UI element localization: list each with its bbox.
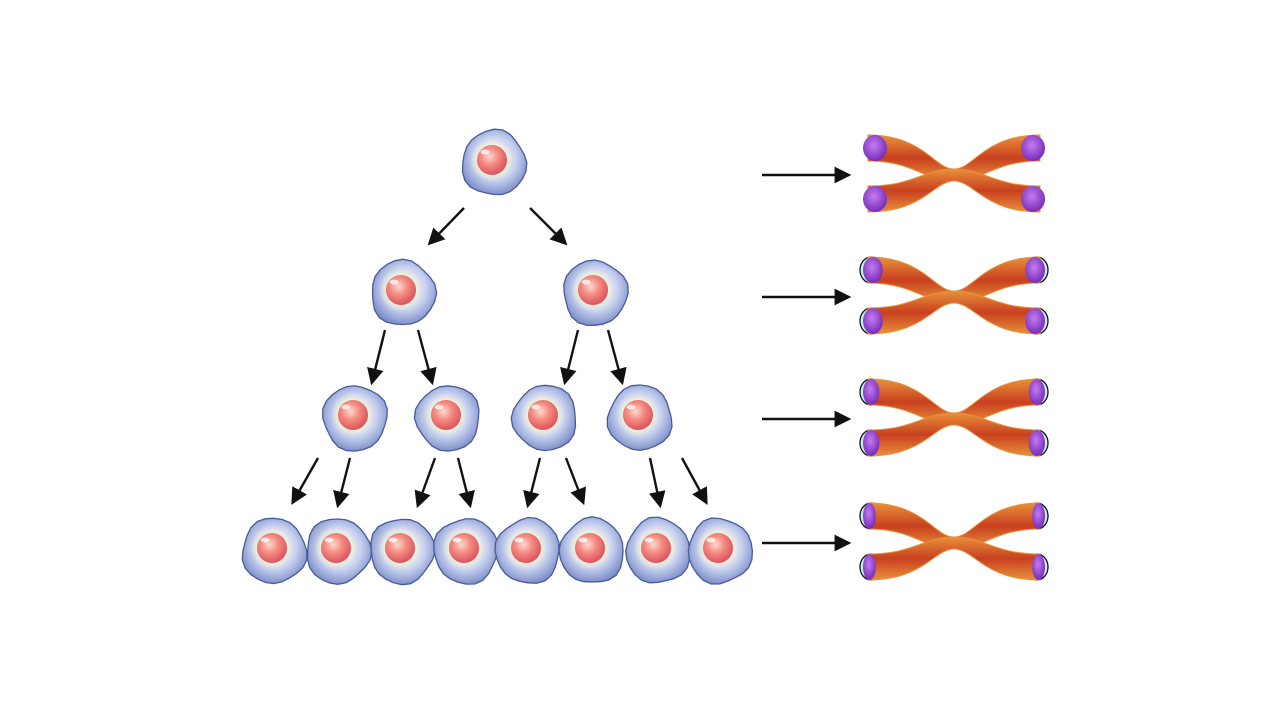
nucleus-highlight (706, 537, 716, 543)
arrow-icon (523, 457, 542, 509)
nucleus-highlight (341, 404, 351, 410)
cell-tree (241, 128, 754, 586)
nucleus (510, 532, 542, 564)
telomere-icon (863, 503, 876, 529)
nucleus-highlight (644, 537, 654, 543)
nucleus (320, 532, 352, 564)
chromosome-icon (859, 256, 1049, 335)
arrow-icon (529, 207, 568, 246)
division-arrows (291, 166, 852, 552)
nucleus-highlight (260, 537, 270, 543)
arrow-icon (291, 457, 320, 505)
cell-icon (687, 517, 754, 585)
nucleus-highlight (514, 537, 524, 543)
nucleus (577, 274, 609, 306)
nucleus-highlight (581, 279, 591, 285)
arrow-icon (333, 457, 352, 509)
telomere-icon (863, 186, 887, 212)
telomere-icon (1032, 503, 1045, 529)
cell-icon (625, 516, 691, 584)
cell-icon (322, 385, 388, 452)
nucleus (476, 144, 508, 176)
nucleus-highlight (389, 279, 399, 285)
arrow-icon (414, 457, 437, 509)
cell-icon (461, 128, 528, 196)
cell-icon (413, 385, 480, 452)
arrow-icon (648, 457, 666, 509)
cell-icon (563, 259, 629, 326)
nucleus (430, 399, 462, 431)
telomere-icon (863, 135, 887, 161)
arrow-icon (680, 457, 708, 505)
nucleus (574, 532, 606, 564)
nucleus (337, 399, 369, 431)
arrow-icon (564, 457, 586, 506)
cell-icon (510, 384, 577, 452)
telomere-icon (1021, 186, 1045, 212)
chromosome-arm-bottom (867, 536, 1041, 581)
telomere-icon (1021, 135, 1045, 161)
nucleus-highlight (434, 404, 444, 410)
telomere-icon (1025, 308, 1045, 334)
nucleus-highlight (388, 537, 398, 543)
cell-icon (370, 518, 437, 586)
telomere-icon (863, 257, 883, 283)
cell-icon (606, 384, 673, 451)
telomere-icon (863, 430, 880, 456)
telomere-icon (863, 554, 876, 580)
nucleus (448, 532, 480, 564)
nucleus-highlight (480, 149, 490, 155)
nucleus-highlight (531, 404, 541, 410)
telomere-icon (863, 308, 883, 334)
cell-icon (306, 518, 373, 585)
arrow-icon (560, 329, 580, 386)
cell-icon (241, 517, 308, 585)
cell-icon (433, 518, 499, 585)
nucleus-highlight (452, 537, 462, 543)
chromosome-arm-bottom (867, 412, 1041, 457)
nucleus (702, 532, 734, 564)
arrow-icon (456, 457, 475, 509)
telomere-icon (1025, 257, 1045, 283)
telomere-icon (1028, 379, 1045, 405)
chromosome-arm-bottom (867, 168, 1041, 213)
telomere-icon (1032, 554, 1045, 580)
nucleus-highlight (578, 537, 588, 543)
chromosome-icon (863, 134, 1045, 213)
nucleus-highlight (626, 404, 636, 410)
telomere-icon (863, 379, 880, 405)
nucleus (385, 274, 417, 306)
nucleus (527, 399, 559, 431)
chromosome-icon (859, 378, 1049, 457)
chromosome-icon (859, 502, 1049, 581)
cell-icon (494, 516, 560, 584)
nucleus (384, 532, 416, 564)
arrow-icon (416, 329, 437, 386)
nucleus-highlight (324, 537, 334, 543)
arrow-icon (427, 207, 465, 246)
nucleus (622, 399, 654, 431)
nucleus (640, 532, 672, 564)
arrow-icon (606, 329, 627, 386)
telomere-icon (1028, 430, 1045, 456)
nucleus (256, 532, 288, 564)
cell-icon (558, 516, 624, 583)
chromosome-column (859, 134, 1049, 581)
chromosome-arm-bottom (867, 290, 1041, 335)
arrow-icon (367, 329, 387, 386)
cell-icon (371, 258, 438, 326)
